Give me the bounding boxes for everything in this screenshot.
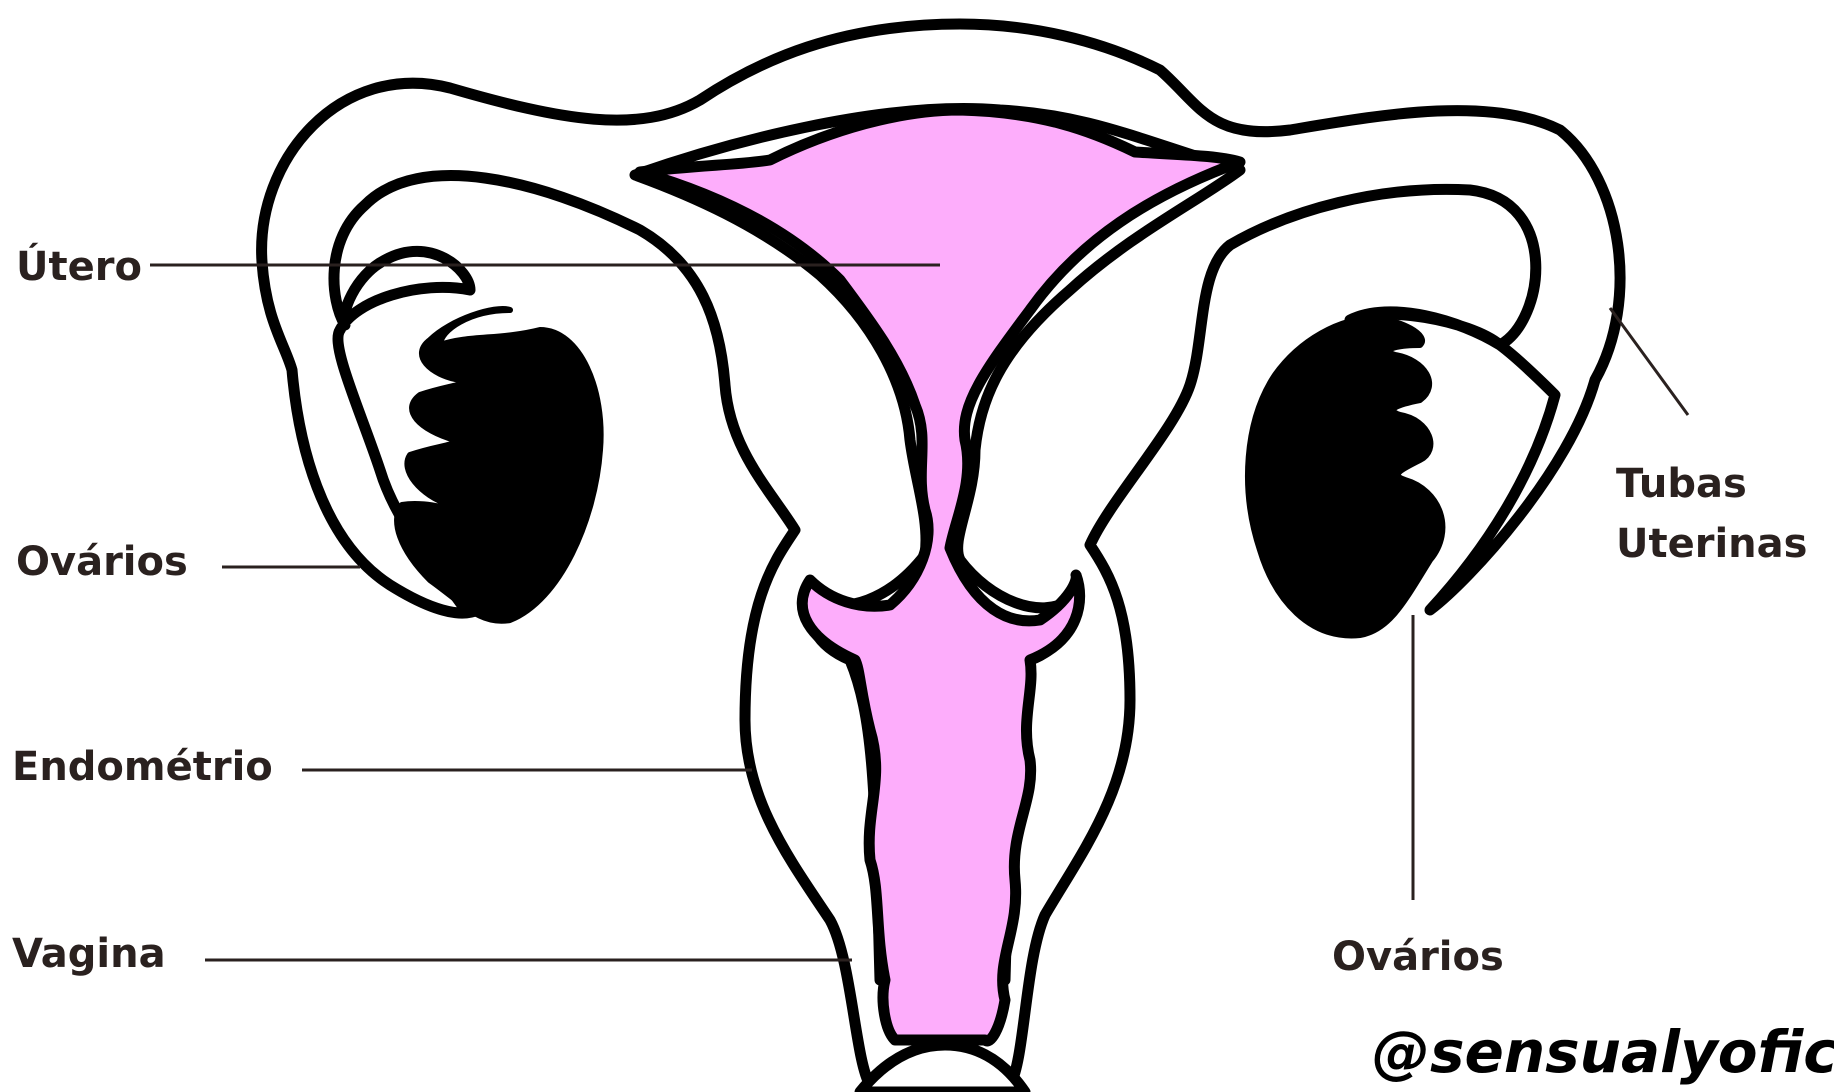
label-endometrio: Endométrio: [12, 745, 273, 789]
left-ovary: [397, 309, 601, 621]
leader-tubas-uterinas: [1610, 308, 1688, 415]
label-ovarios-right: Ovários: [1332, 935, 1504, 979]
label-vagina: Vagina: [12, 932, 166, 976]
label-tubas-line2: Uterinas: [1616, 522, 1807, 566]
label-tubas-line1: Tubas: [1616, 462, 1747, 506]
label-ovarios-left: Ovários: [16, 540, 188, 584]
label-utero: Útero: [16, 245, 142, 289]
watermark-handle: @sensualyofic: [1372, 1018, 1834, 1086]
right-ovary: [1248, 318, 1442, 635]
